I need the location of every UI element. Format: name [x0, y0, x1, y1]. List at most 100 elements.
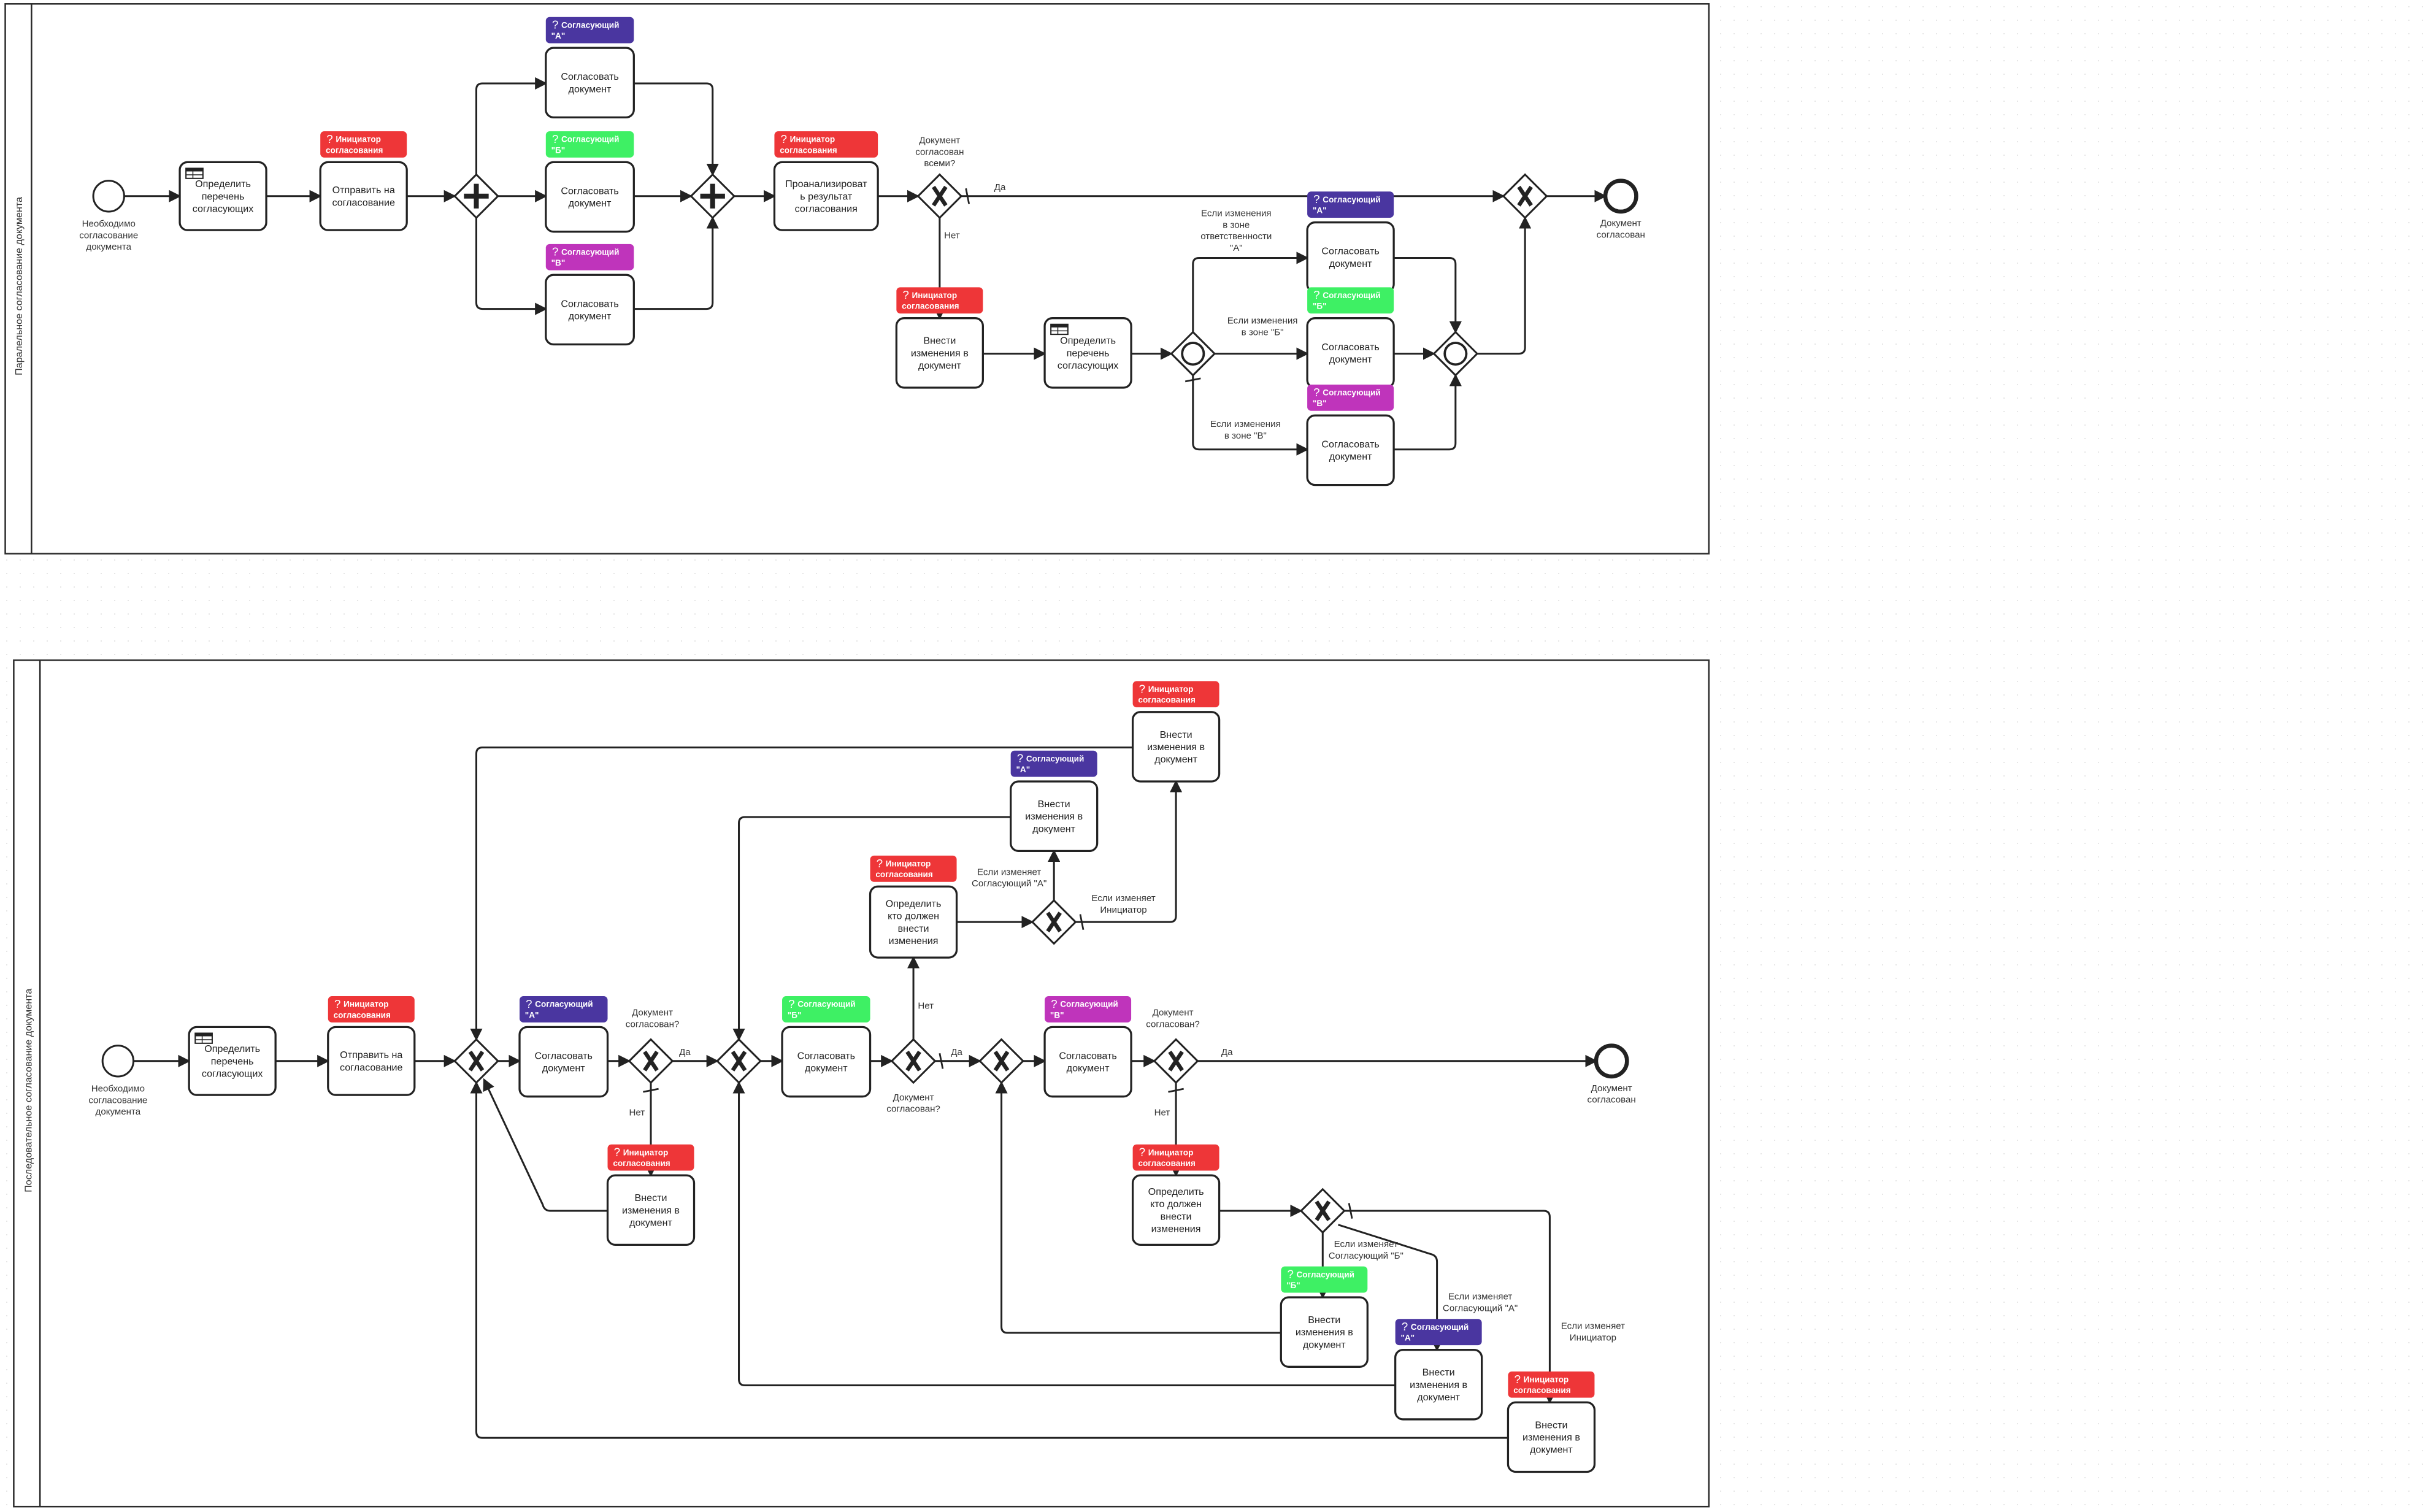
- sequence-flow[interactable]: [634, 216, 719, 310]
- gateway-inclusive-join[interactable]: [1432, 331, 1479, 377]
- sequence-flow[interactable]: [1338, 1224, 1443, 1352]
- task-box[interactable]: [545, 161, 635, 233]
- task-box[interactable]: [545, 47, 635, 118]
- badge-role-line1: Согласующий: [1296, 1270, 1354, 1279]
- task-box[interactable]: [869, 885, 958, 959]
- task-box[interactable]: [188, 1026, 277, 1096]
- end-event-circle[interactable]: [1603, 178, 1638, 214]
- sequence-flow[interactable]: [1192, 251, 1309, 332]
- start-event-circle[interactable]: [101, 1045, 135, 1078]
- gateway-approved-by-all[interactable]: [916, 173, 963, 220]
- task-box[interactable]: [1043, 317, 1132, 389]
- flow-label-no: Нет: [918, 1001, 934, 1011]
- task-box[interactable]: [606, 1174, 696, 1246]
- sequence-flow[interactable]: [483, 1078, 608, 1212]
- start-event-parallel[interactable]: [92, 180, 125, 213]
- sequence-flow[interactable]: [732, 816, 1011, 1042]
- gateway-parallel-split[interactable]: [453, 173, 499, 220]
- task-box[interactable]: [773, 161, 879, 231]
- task-box[interactable]: [1131, 1174, 1221, 1246]
- start-event-label-line: согласование: [88, 1095, 147, 1105]
- task-label-line: документ: [805, 1063, 848, 1074]
- task-box[interactable]: [179, 161, 267, 231]
- condition-label-zone-a-line: в зоне: [1223, 220, 1250, 230]
- task-box[interactable]: [1280, 1296, 1369, 1368]
- task-box[interactable]: [1131, 711, 1221, 783]
- task-box[interactable]: [327, 1026, 416, 1096]
- gateway-diamond[interactable]: [1432, 331, 1479, 377]
- start-event-sequential[interactable]: [101, 1045, 135, 1078]
- gateway-who-edits-2[interactable]: [1299, 1188, 1346, 1234]
- gateway-inclusive-split[interactable]: [1170, 331, 1216, 377]
- gateway-approved-a[interactable]: [628, 1038, 674, 1084]
- question-icon: ?: [1313, 193, 1320, 206]
- task-box[interactable]: [1010, 780, 1099, 852]
- sequence-flow[interactable]: [995, 1081, 1281, 1334]
- task-box[interactable]: [1507, 1401, 1596, 1473]
- sequence-flow[interactable]: [1075, 780, 1183, 923]
- gateway-merge-2[interactable]: [716, 1038, 762, 1084]
- task-box[interactable]: [545, 274, 635, 346]
- gateway-parallel-join[interactable]: [689, 173, 736, 220]
- end-event-parallel[interactable]: [1603, 178, 1638, 214]
- gateway-merge-1[interactable]: [453, 1038, 499, 1084]
- task-box[interactable]: [1306, 317, 1395, 389]
- gateway-merge-end[interactable]: [1502, 173, 1548, 220]
- task-label-line: документ: [918, 360, 961, 371]
- sequence-flow[interactable]: [1394, 374, 1462, 451]
- flow-label-no: Нет: [1154, 1107, 1170, 1118]
- sequence-flow[interactable]: [732, 1081, 1396, 1387]
- sequence-flow[interactable]: [1344, 1210, 1556, 1404]
- gateway-diamond[interactable]: [1170, 331, 1216, 377]
- task-box[interactable]: [781, 1026, 872, 1098]
- sequence-flow[interactable]: [470, 1081, 1508, 1439]
- task-box[interactable]: [1306, 414, 1395, 486]
- gateway-approved-b[interactable]: [890, 1038, 937, 1084]
- sequence-flow[interactable]: [1192, 375, 1309, 456]
- end-event-circle[interactable]: [1594, 1043, 1629, 1079]
- sequence-flow[interactable]: [475, 218, 548, 315]
- gateway-merge-3[interactable]: [978, 1038, 1024, 1084]
- gateway-who-edits-1[interactable]: [1031, 899, 1077, 945]
- task-box[interactable]: [1394, 1348, 1483, 1421]
- sequence-flow[interactable]: [634, 82, 719, 177]
- sequence-flow[interactable]: [470, 746, 1133, 1042]
- task-label-line: изменения в: [1025, 811, 1083, 822]
- gateway-approved-c[interactable]: [1153, 1038, 1199, 1084]
- task-box[interactable]: [895, 317, 984, 389]
- start-event-circle[interactable]: [92, 180, 125, 213]
- sequence-flow[interactable]: [1394, 256, 1462, 334]
- task-box[interactable]: [518, 1026, 609, 1098]
- sequence-flow[interactable]: [475, 77, 548, 175]
- task-box[interactable]: [319, 161, 408, 231]
- task-box[interactable]: [1306, 221, 1395, 293]
- task-box[interactable]: [1043, 1026, 1132, 1098]
- end-event-sequential[interactable]: [1594, 1043, 1629, 1079]
- sequence-flow[interactable]: [1477, 216, 1532, 355]
